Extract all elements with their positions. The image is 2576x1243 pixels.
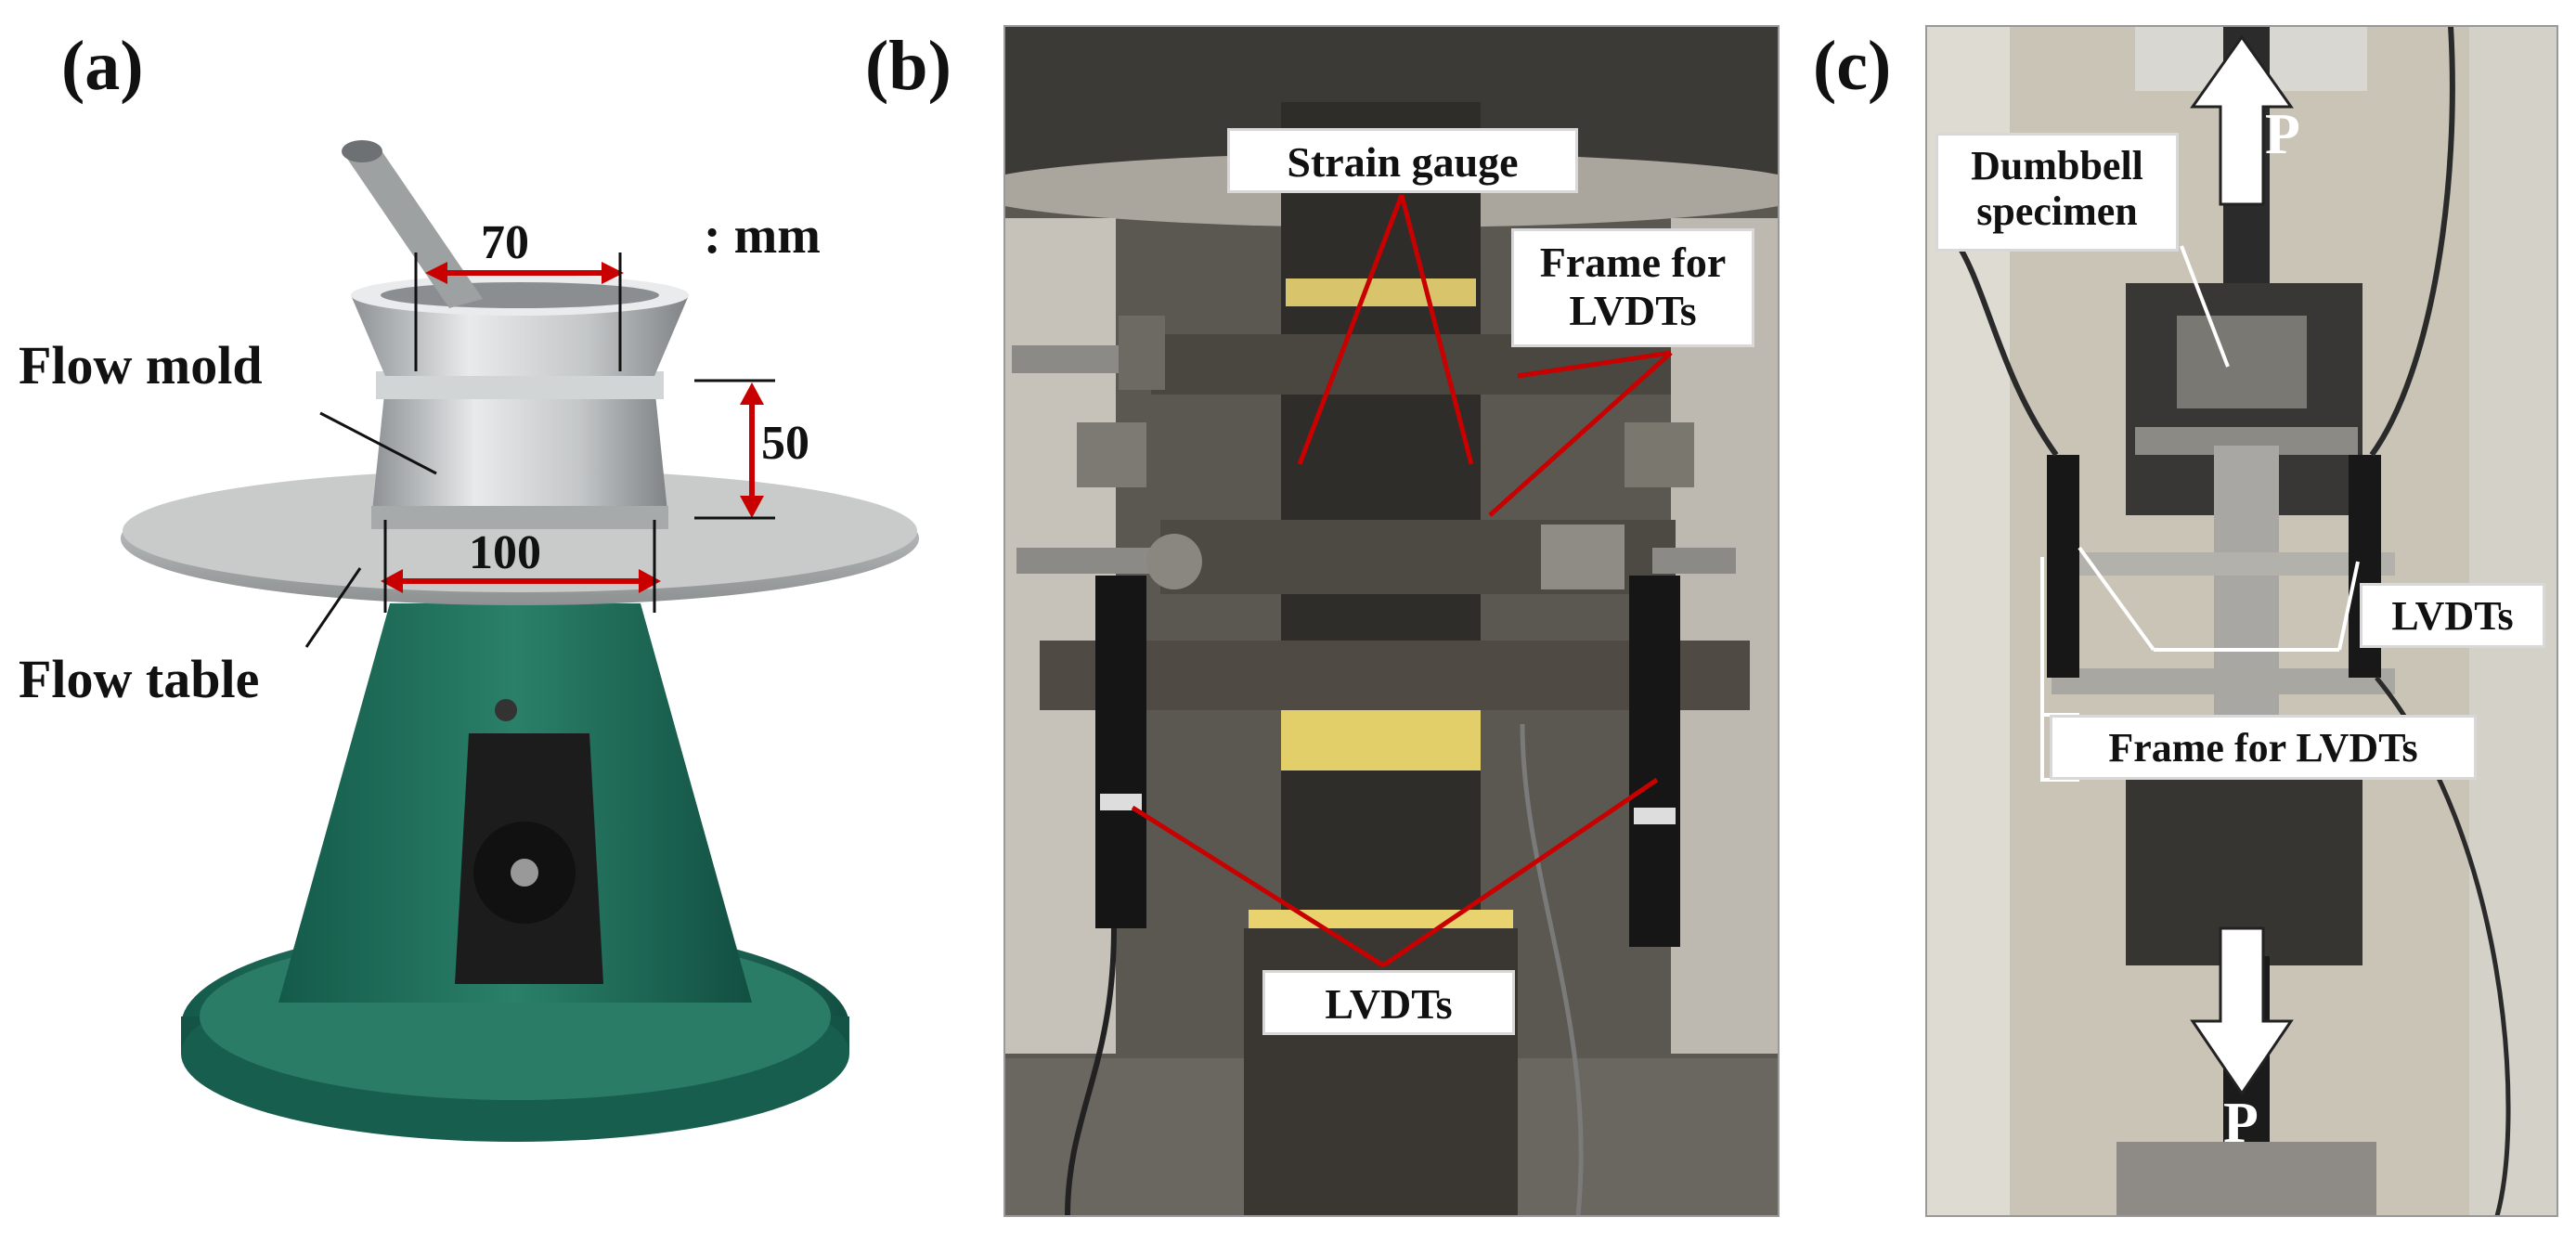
unit-note: : mm	[704, 207, 821, 265]
specimen-label-line1: Dumbbell	[1971, 143, 2143, 188]
lvdts-label-c: LVDTs	[2360, 583, 2545, 648]
lvdt-frame-label-c: Frame for LVDTs	[2050, 715, 2477, 780]
load-arrow-bottom	[2190, 926, 2294, 1096]
dimension-70: 70	[481, 216, 529, 269]
dimension-100: 100	[469, 526, 541, 579]
panel-b-letter: (b)	[865, 27, 951, 105]
lvdts-label-b: LVDTs	[1262, 970, 1515, 1035]
frame-label-line2: LVDTs	[1569, 286, 1697, 334]
dumbbell-specimen-label: Dumbbell specimen	[1935, 133, 2179, 252]
flow-table-label: Flow table	[19, 649, 260, 709]
load-p-bottom: P	[2223, 1092, 2259, 1155]
specimen-label-line2: specimen	[1976, 188, 2138, 235]
load-arrow-top	[2190, 34, 2294, 206]
lvdt-frame-label-b: Frame for LVDTs	[1511, 228, 1754, 347]
strain-gauge-label: Strain gauge	[1227, 128, 1578, 193]
frame-label-line1: Frame for	[1539, 239, 1727, 286]
dimension-50: 50	[761, 417, 809, 470]
load-p-top: P	[2265, 103, 2300, 166]
flow-mold	[371, 385, 668, 520]
panel-a-letter: (a)	[61, 27, 144, 105]
lvdt-left	[1095, 576, 1146, 928]
panel-c-letter: (c)	[1813, 27, 1892, 105]
flow-mold-label: Flow mold	[19, 335, 263, 395]
